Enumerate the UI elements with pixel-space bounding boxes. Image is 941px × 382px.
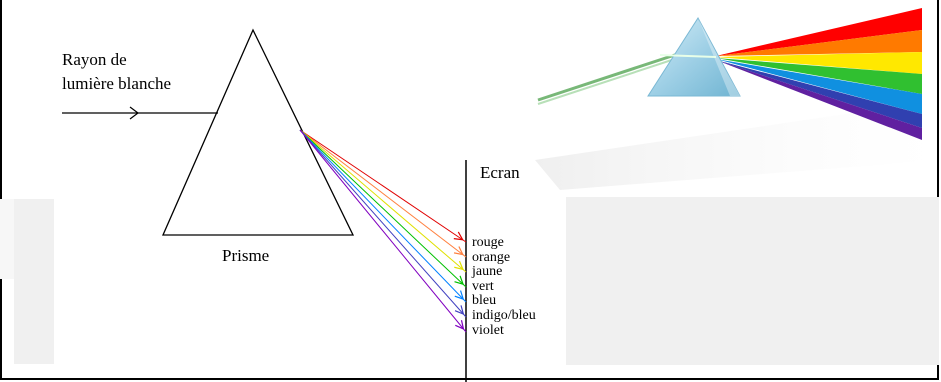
ray-arrow-indigo-bleu <box>454 305 465 316</box>
color-label-jaune: jaune <box>472 264 503 280</box>
prism-label: Prisme <box>222 246 270 265</box>
incident-ray-arrow <box>129 106 139 120</box>
ray-indigo-bleu <box>299 129 467 318</box>
ray-jaune <box>299 129 467 273</box>
ray-arrow-orange <box>453 246 464 256</box>
spectrum-band-blue <box>716 59 922 114</box>
ray-orange <box>299 129 467 258</box>
dispersed-rays <box>299 129 467 333</box>
spectrum-band-green <box>716 58 922 94</box>
screen-label: Ecran <box>480 163 520 182</box>
ray-arrow-violet <box>455 320 465 330</box>
prism-photo-illustration <box>535 8 940 190</box>
ray-bleu <box>299 129 467 303</box>
prism-triangle <box>162 28 355 236</box>
color-label-vert: vert <box>472 278 494 294</box>
ray-arrow-rouge <box>453 231 464 241</box>
color-label-violet: violet <box>472 322 504 338</box>
ray-arrow-bleu <box>454 290 465 301</box>
ray-rouge <box>299 129 467 243</box>
ray-arrow-jaune <box>454 260 464 271</box>
light-ray-label: Rayon de lumière blanche <box>62 48 171 96</box>
prism-photo-shadow <box>535 100 940 190</box>
spectrum-band-yellow <box>716 52 922 74</box>
light-ray-label-line2: lumière blanche <box>62 74 172 93</box>
internal-beam <box>659 54 717 58</box>
background-panel-left <box>14 199 54 364</box>
spectrum-band-violet <box>716 60 922 140</box>
white-beam-line-1 <box>537 48 691 102</box>
color-label-bleu: bleu <box>472 293 497 309</box>
spectrum-color-list: rouge orange jaune vert bleu indigo/bleu… <box>472 235 536 338</box>
background-panel-right <box>566 197 939 365</box>
color-label-rouge: rouge <box>472 235 504 250</box>
background-panel-left-edge <box>0 199 14 279</box>
ray-violet <box>299 129 467 333</box>
color-label-indigo-bleu: indigo/bleu <box>472 307 536 323</box>
ray-arrow-vert <box>454 275 465 286</box>
white-beam-line-2 <box>537 53 691 105</box>
spectrum-band-red <box>716 8 922 56</box>
spectrum-band-orange <box>716 30 922 56</box>
ray-vert <box>299 129 467 288</box>
color-label-orange: orange <box>472 249 511 265</box>
light-ray-label-line1: Rayon de <box>62 50 127 69</box>
